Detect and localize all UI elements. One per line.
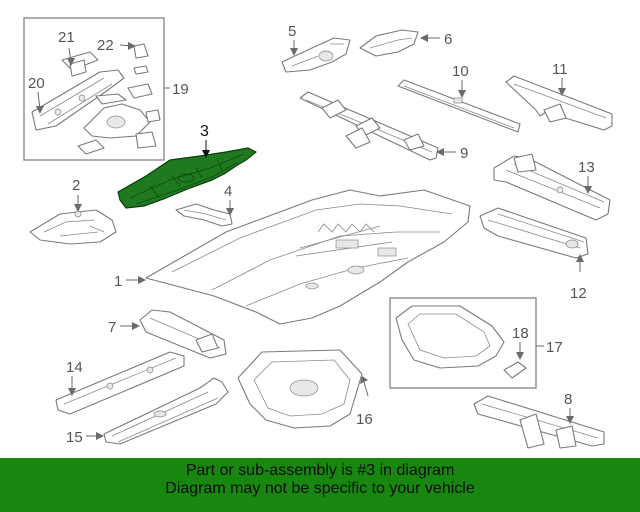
part-10 (397, 79, 521, 133)
callout-13: 13 (578, 159, 595, 176)
callout-3: 3 (200, 123, 209, 140)
part-3-highlighted (117, 147, 257, 209)
callout-17: 17 (546, 339, 563, 356)
part-9 (299, 91, 439, 161)
callout-4: 4 (224, 183, 232, 200)
callout-18: 18 (512, 325, 529, 342)
part-5 (281, 37, 351, 73)
callout-14: 14 (66, 359, 83, 376)
part-1-floor-pan (145, 189, 471, 325)
callout-22: 22 (97, 37, 114, 54)
part-6 (359, 29, 419, 57)
callout-16: 16 (356, 411, 373, 428)
callout-15: 15 (66, 429, 83, 446)
callout-11: 11 (552, 61, 568, 78)
callout-8: 8 (564, 391, 572, 408)
part-8 (473, 395, 605, 449)
callout-6: 6 (444, 31, 452, 48)
callout-12: 12 (570, 285, 587, 302)
part-11 (505, 75, 613, 131)
callout-19: 19 (172, 81, 189, 98)
banner-line-part: Part or sub-assembly is #3 in diagram (185, 462, 455, 479)
part-12 (479, 207, 589, 259)
callout-9: 9 (460, 145, 468, 162)
inset-box-19 (23, 17, 165, 161)
part-4 (175, 203, 233, 227)
callout-10: 10 (452, 63, 469, 80)
callout-21: 21 (58, 29, 75, 46)
part-13 (493, 153, 611, 221)
info-banner: Part or sub-assembly is #3 in diagram Di… (0, 458, 640, 512)
callout-5: 5 (288, 23, 296, 40)
part-14 (55, 351, 185, 415)
part-7 (139, 309, 227, 359)
part-16 (237, 349, 363, 429)
callout-20: 20 (28, 75, 45, 92)
parts-diagram: 21 22 20 19 3 2 4 5 (23, 17, 613, 449)
banner-line-disclaimer: Diagram may not be specific to your vehi… (165, 480, 475, 497)
part-15 (103, 377, 229, 445)
inset-box-17 (389, 297, 537, 389)
callout-1: 1 (114, 273, 122, 290)
callout-7: 7 (108, 319, 116, 336)
part-2 (29, 209, 117, 245)
callout-2: 2 (72, 177, 80, 194)
